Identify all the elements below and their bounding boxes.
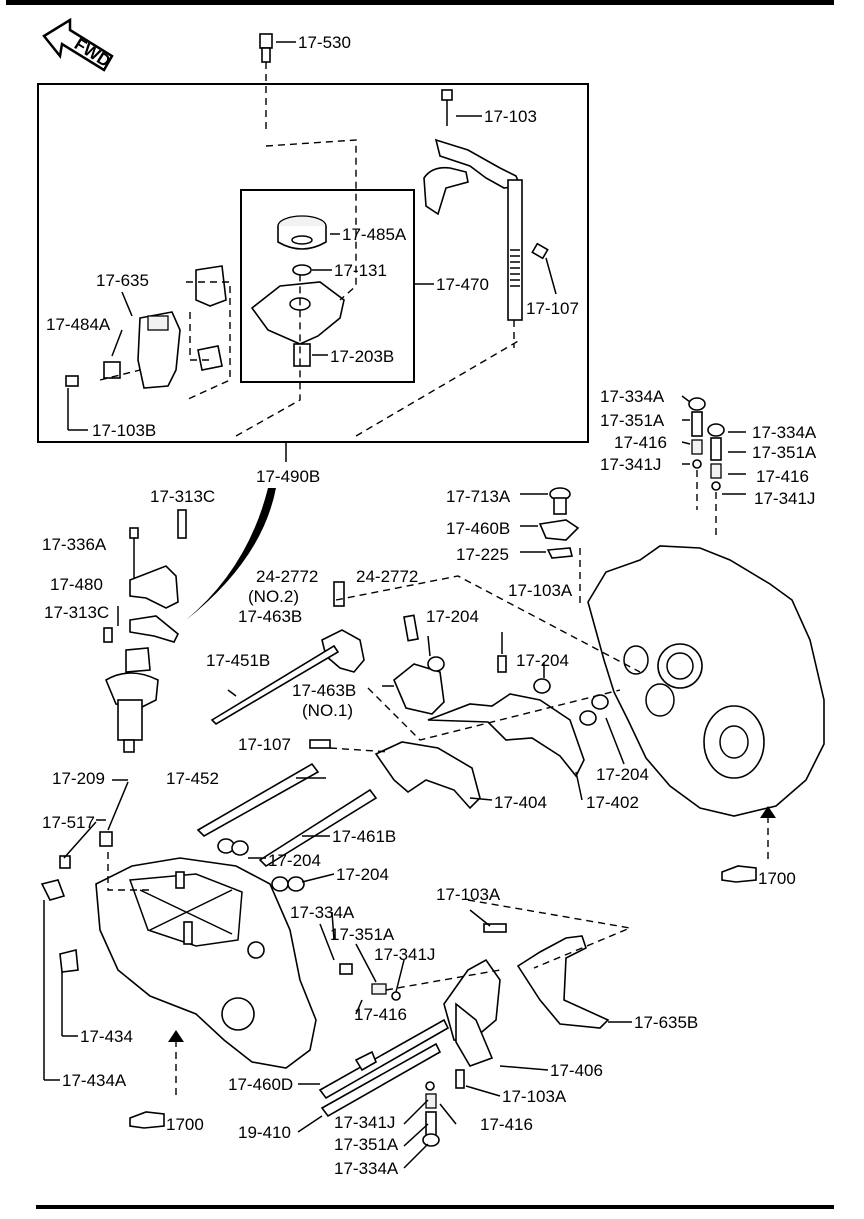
label-17-131: 17-131 xyxy=(334,261,387,280)
label-17-204-c: 17-204 xyxy=(596,765,649,784)
detent-stack-right xyxy=(681,395,746,540)
label-17-336A: 17-336A xyxy=(42,535,107,554)
callout-arrow-17-490B xyxy=(186,442,287,620)
cover-assembly-17-470 xyxy=(235,139,521,437)
label-17-107-top: 17-107 xyxy=(526,299,579,318)
shift-lever-17-107 xyxy=(423,89,557,348)
label-17-334A-b: 17-334A xyxy=(752,423,817,442)
label-17-334A-c: 17-334A xyxy=(290,903,355,922)
label-17-204-b: 17-204 xyxy=(516,651,569,670)
shift-forks-lower xyxy=(297,899,633,1169)
label-17-460D: 17-460D xyxy=(228,1075,293,1094)
label-17-452: 17-452 xyxy=(166,769,219,788)
label-17-490B: 17-490B xyxy=(256,467,320,486)
ref-label-left: 1700 xyxy=(166,1115,204,1134)
label-no2: (NO.2) xyxy=(248,587,299,606)
label-17-203B: 17-203B xyxy=(330,347,394,366)
label-17-209: 17-209 xyxy=(52,769,105,788)
transmission-case-right xyxy=(587,545,825,864)
bolt-17-530 xyxy=(259,33,296,130)
label-17-341J-a: 17-341J xyxy=(600,455,661,474)
label-17-404: 17-404 xyxy=(494,793,547,812)
label-17-313C-a: 17-313C xyxy=(150,487,215,506)
label-24-2772-a: 24-2772 xyxy=(256,567,318,586)
label-17-402: 17-402 xyxy=(586,793,639,812)
label-17-351A-b: 17-351A xyxy=(752,443,817,462)
label-17-416-a: 17-416 xyxy=(614,433,667,452)
inner-assembly-frame xyxy=(240,189,415,383)
label-17-713A: 17-713A xyxy=(446,487,511,506)
label-17-103B: 17-103B xyxy=(92,421,156,440)
label-17-351A-a: 17-351A xyxy=(600,411,665,430)
label-17-351A-d: 17-351A xyxy=(334,1135,399,1154)
label-17-635B: 17-635B xyxy=(634,1013,698,1032)
label-17-334A-a: 17-334A xyxy=(600,387,665,406)
label-17-463B-b: 17-463B xyxy=(292,681,356,700)
label-17-434: 17-434 xyxy=(80,1027,133,1046)
label-17-480: 17-480 xyxy=(50,575,103,594)
label-17-451B: 17-451B xyxy=(206,651,270,670)
label-17-225: 17-225 xyxy=(456,545,509,564)
top-rule xyxy=(6,0,834,5)
label-17-204-a: 17-204 xyxy=(426,607,479,626)
label-24-2772-b: 24-2772 xyxy=(356,567,418,586)
label-17-461B: 17-461B xyxy=(332,827,396,846)
label-17-341J-d: 17-341J xyxy=(334,1113,395,1132)
label-no1: (NO.1) xyxy=(302,701,353,720)
label-17-103-top: 17-103 xyxy=(484,107,537,126)
ref-label-right: 1700 xyxy=(758,869,796,888)
bottom-rule xyxy=(36,1205,834,1209)
control-rod-17-480 xyxy=(103,509,187,753)
ref-hand-icon-right xyxy=(721,865,757,883)
label-17-635: 17-635 xyxy=(96,271,149,290)
label-19-410: 19-410 xyxy=(238,1123,291,1142)
ref-hand-icon-left xyxy=(129,1111,165,1129)
selector-assembly-17-635 xyxy=(65,265,231,431)
label-17-204-d: 17-204 xyxy=(268,851,321,870)
label-17-334A-d: 17-334A xyxy=(334,1159,399,1178)
label-17-107-mid: 17-107 xyxy=(238,735,291,754)
fwd-arrow-icon: FWD xyxy=(42,17,114,72)
label-17-470: 17-470 xyxy=(436,275,489,294)
label-17-351A-c: 17-351A xyxy=(330,925,395,944)
label-17-485A: 17-485A xyxy=(342,225,407,244)
transmission-case-left xyxy=(40,779,317,1100)
label-17-416-c: 17-416 xyxy=(354,1005,407,1024)
label-17-434A: 17-434A xyxy=(62,1071,127,1090)
label-17-517: 17-517 xyxy=(42,813,95,832)
label-17-103A-c: 17-103A xyxy=(502,1087,567,1106)
shift-forks-middle xyxy=(196,575,641,892)
label-17-416-d: 17-416 xyxy=(480,1115,533,1134)
label-17-416-b: 17-416 xyxy=(756,467,809,486)
label-17-463B-a: 17-463B xyxy=(238,607,302,626)
label-17-484A: 17-484A xyxy=(46,315,111,334)
label-17-204-e: 17-204 xyxy=(336,865,389,884)
label-17-341J-c: 17-341J xyxy=(374,945,435,964)
label-17-341J-b: 17-341J xyxy=(754,489,815,508)
interlock-parts-17-460B xyxy=(520,487,581,604)
label-17-313C-b: 17-313C xyxy=(44,603,109,622)
upper-assembly-frame xyxy=(37,83,589,443)
label-17-530: 17-530 xyxy=(298,33,351,52)
label-17-103A-a: 17-103A xyxy=(508,581,573,600)
label-17-460B: 17-460B xyxy=(446,519,510,538)
label-17-406: 17-406 xyxy=(550,1061,603,1080)
label-17-103A-b: 17-103A xyxy=(436,885,501,904)
